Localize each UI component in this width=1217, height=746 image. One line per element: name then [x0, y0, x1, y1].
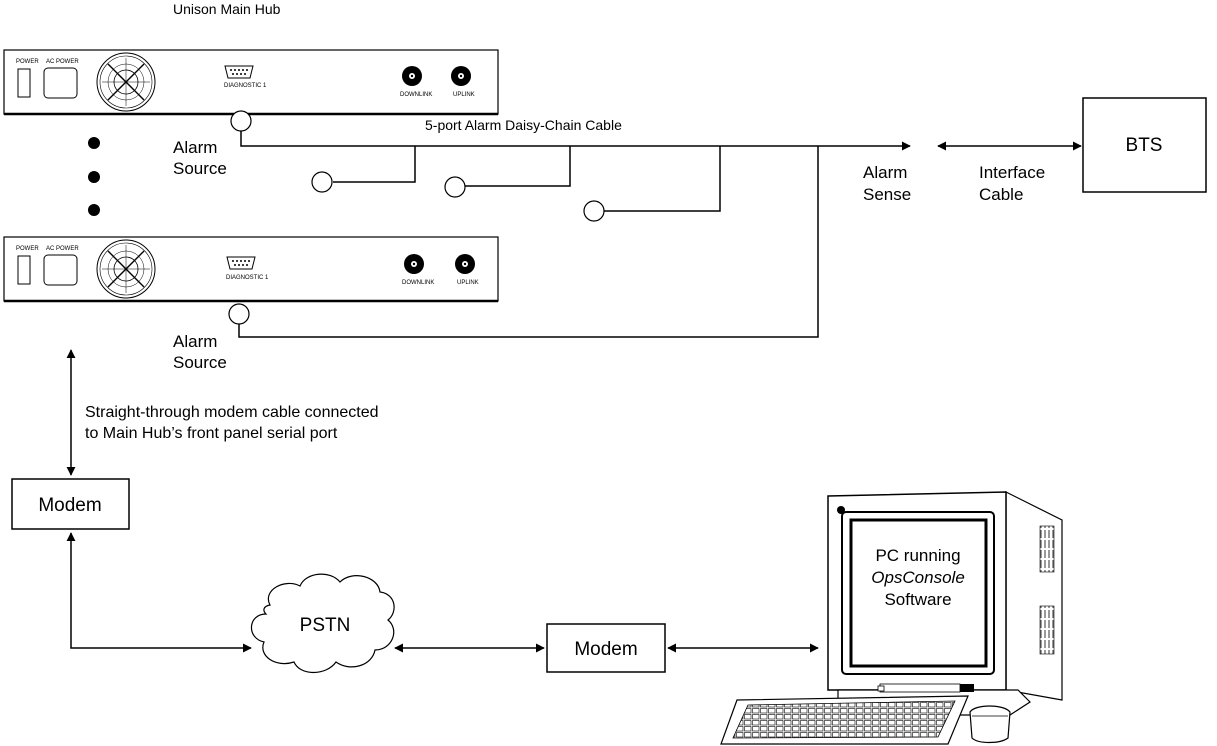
interface-cable-line2: Cable [979, 185, 1023, 204]
power-switch-icon [17, 68, 31, 98]
diagnostic-label: DIAGNOSTIC 1 [224, 83, 267, 89]
power-label: POWER [16, 246, 39, 252]
ac-power-label: AC POWER [46, 59, 79, 65]
daisy-chain-cable-label: 5-port Alarm Daisy-Chain Cable [425, 117, 622, 133]
modem-center-box: Modem [546, 623, 666, 673]
alarm-source-bottom-line2: Source [173, 353, 227, 372]
fan-icon [96, 52, 156, 112]
alarm-sense-line2: Sense [863, 185, 911, 204]
downlink-connector-icon [404, 254, 424, 274]
ac-power-socket-icon [43, 254, 78, 286]
modem-center-label: Modem [574, 639, 637, 660]
power-switch-icon [17, 255, 31, 285]
uplink-connector-icon [455, 254, 475, 274]
downlink-label: DOWNLINK [400, 92, 432, 98]
modem-cable-note-line2: to Main Hub’s front panel serial port [85, 425, 338, 442]
diagnostic-port-icon [226, 256, 256, 270]
alarm-source-bottom-line1: Alarm [173, 332, 217, 351]
daisy-chain-cable [238, 129, 911, 338]
bts-box: BTS [1082, 97, 1207, 193]
pstn-cloud-icon: PSTN [250, 573, 395, 674]
alarm-port-circle [230, 110, 252, 132]
alarm-port-circle [311, 171, 333, 193]
uplink-label: UPLINK [457, 280, 479, 286]
downlink-connector-icon [402, 66, 422, 86]
alarm-port-circle [444, 176, 466, 198]
diagram-title: Unison Main Hub [173, 1, 281, 17]
diagnostic-port-icon [224, 65, 254, 79]
more-hubs-ellipsis [88, 137, 100, 216]
pc-screen-line1: PC running [875, 546, 960, 565]
fan-icon [96, 239, 156, 299]
alarm-port-circle [228, 303, 250, 325]
alarm-port-circle [583, 200, 605, 222]
modem-cable-note-line1: Straight-through modem cable connected [85, 404, 379, 421]
ac-power-label: AC POWER [46, 246, 79, 252]
power-label: POWER [16, 59, 39, 65]
pstn-label: PSTN [300, 615, 351, 636]
main-hub-bottom: POWER AC POWER DIAGNOSTIC 1 DOWNLINK UP [3, 236, 499, 303]
uplink-connector-icon [451, 66, 471, 86]
alarm-source-top-line2: Source [173, 159, 227, 178]
pc-screen-line3: Software [884, 590, 951, 609]
main-hub-top: POWER AC POWER DIAGNOSTIC 1 DOWNLINK UP [3, 49, 499, 116]
modem-to-pstn-line [66, 532, 252, 653]
downlink-label: DOWNLINK [402, 280, 434, 286]
pc-computer-icon: PC running OpsConsole Software [720, 491, 1063, 745]
ac-power-socket-icon [43, 67, 78, 99]
interface-cable-line1: Interface [979, 163, 1045, 182]
modem-left-label: Modem [38, 495, 101, 516]
bts-label: BTS [1126, 135, 1163, 156]
alarm-source-top-line1: Alarm [173, 138, 217, 157]
pc-screen-line2: OpsConsole [871, 568, 965, 587]
modem-left-box: Modem [11, 478, 130, 530]
alarm-port-circles [228, 110, 605, 325]
alarm-sense-line1: Alarm [863, 163, 907, 182]
diagnostic-label: DIAGNOSTIC 1 [226, 275, 269, 281]
uplink-label: UPLINK [453, 92, 475, 98]
